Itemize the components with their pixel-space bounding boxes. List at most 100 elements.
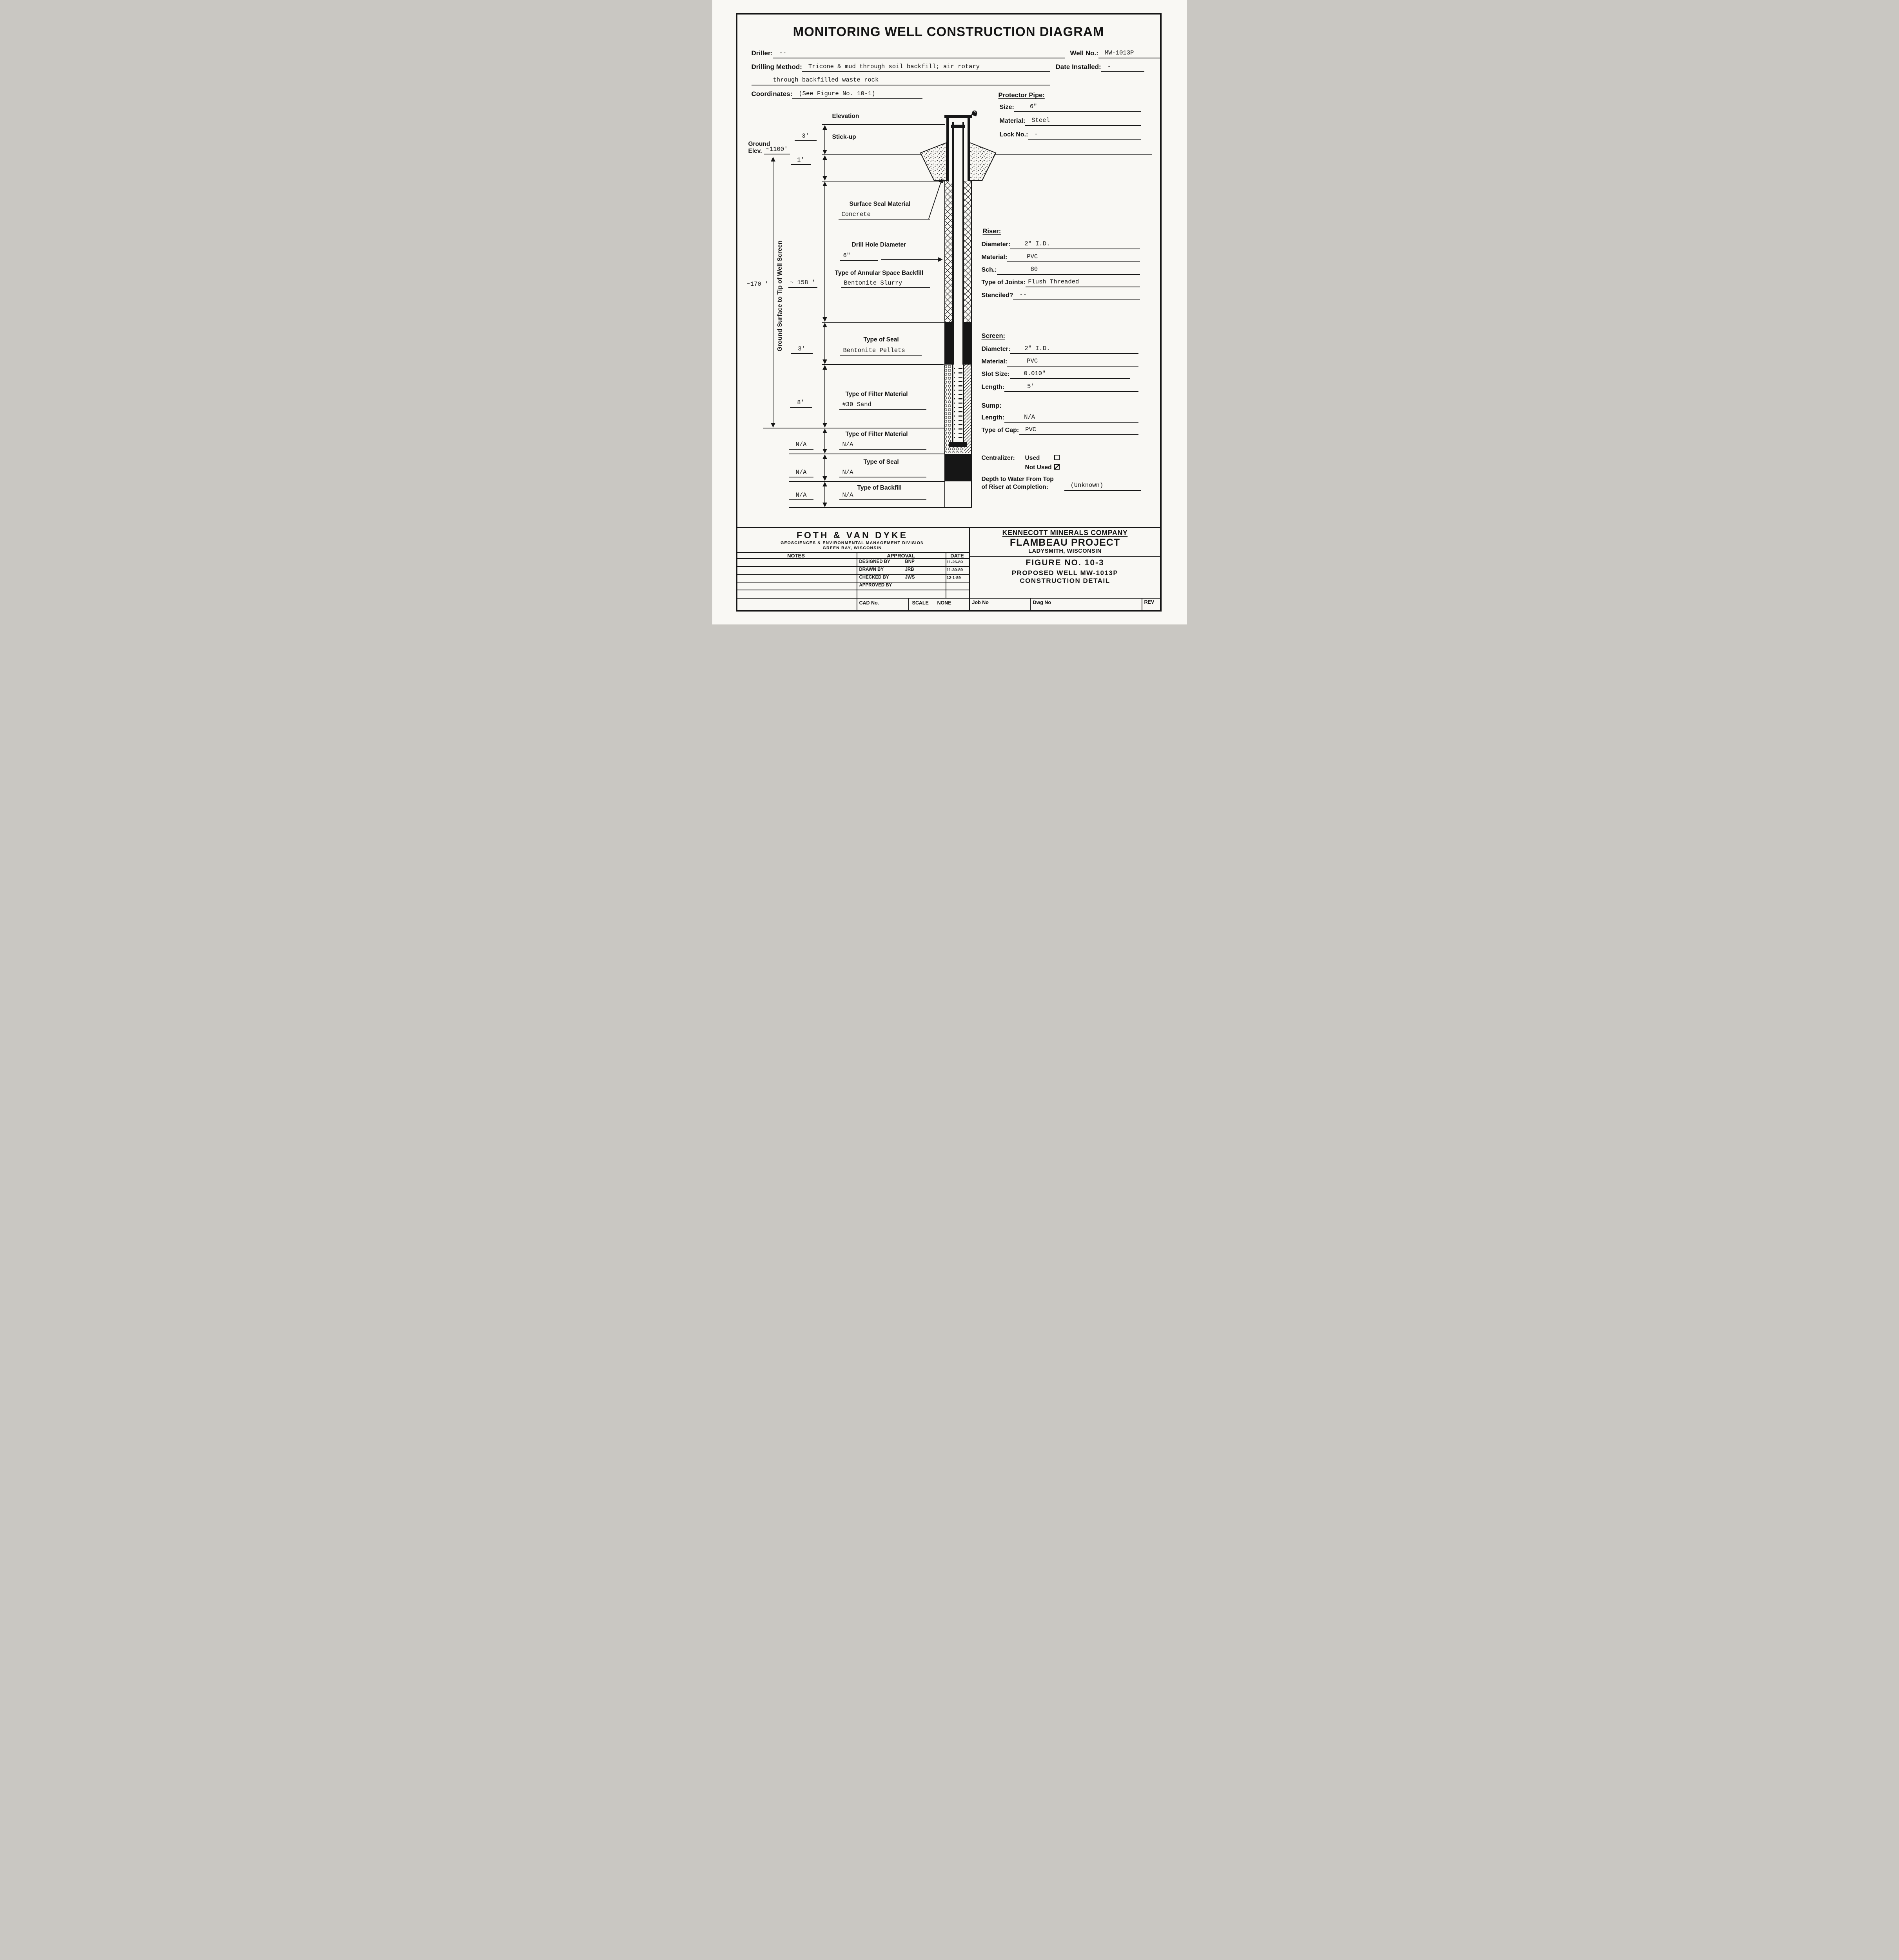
riser-diameter-value: 2" I.D. — [1010, 240, 1140, 249]
driller-label: Driller: — [751, 49, 773, 57]
screen-length-value: 5' — [1004, 383, 1138, 392]
grid-line — [1029, 598, 1031, 611]
riser-pipe-graphic — [951, 122, 965, 365]
drawing-sheet: MONITORING WELL CONSTRUCTION DIAGRAM Dri… — [712, 0, 1187, 624]
driller-field: Driller: -- — [752, 49, 1065, 58]
depth-to-water-label-1: Depth to Water From Top — [981, 476, 1054, 483]
riser-diameter-field: Diameter: 2" I.D. — [981, 240, 1140, 249]
job-no-label: Job No — [972, 600, 989, 605]
depth-to-water-label-2: of Riser at Completion: — [981, 484, 1049, 490]
riser-stenciled-label: Stenciled? — [981, 292, 1013, 299]
centralizer-used-label: Used — [1025, 455, 1040, 461]
approval-role: DESIGNED BY — [859, 559, 890, 564]
centralizer-label: Centralizer: — [981, 455, 1015, 461]
drill-hole-label: Drill Hole Diameter — [851, 241, 906, 248]
ground-elev-value: ~1100' — [764, 146, 790, 154]
cap-value: PVC — [1019, 426, 1138, 435]
title-block-center-divider — [969, 527, 970, 611]
screen-length-label: Length: — [981, 383, 1005, 390]
screen-material-field: Material: PVC — [982, 358, 1138, 367]
grid-line — [735, 558, 969, 559]
riser-sch-label: Sch.: — [981, 266, 997, 273]
seal2-dim: N/A — [789, 469, 813, 477]
seal2-label: Type of Seal — [863, 459, 899, 465]
sheet-border — [735, 13, 1162, 612]
dimension-arrows — [770, 125, 827, 507]
screen-slot-field: Slot Size: 0.010" — [982, 370, 1130, 379]
approval-role: DRAWN BY — [859, 567, 884, 572]
cap-label: Type of Cap: — [981, 426, 1019, 434]
protector-size-field: Size: 6" — [1000, 103, 1141, 112]
filter-value: #30 Sand — [839, 401, 926, 410]
drilling-method-value2: through backfilled waste rock — [751, 76, 1050, 85]
stickup-label: Stick-up — [832, 134, 856, 140]
approval-role: CHECKED BY — [859, 575, 889, 580]
grid-line — [735, 598, 1162, 599]
figure-title-line1: PROPOSED WELL MW-1013P — [1011, 569, 1118, 577]
sump-length-label: Length: — [981, 414, 1005, 421]
riser-stenciled-field: Stenciled? -- — [981, 291, 1140, 300]
firm-name: FOTH & VAN DYKE — [796, 530, 908, 540]
protector-material-label: Material: — [999, 117, 1026, 124]
drilling-method-value: Tricone & mud through soil backfill; air… — [802, 63, 1050, 72]
seal-dim: 3' — [790, 345, 813, 354]
date-header: DATE — [950, 553, 964, 559]
seal-value: Bentonite Pellets — [840, 347, 922, 356]
bottom-cap-graphic — [949, 442, 967, 453]
divider — [735, 552, 969, 553]
screen-slot-label: Slot Size: — [981, 370, 1010, 377]
lower-seal-fill — [944, 454, 971, 481]
annular-label: Type of Annular Space Backfill — [835, 270, 924, 276]
ground-label-2: Elev. — [748, 148, 762, 154]
approval-initials: JRB — [905, 567, 914, 572]
drill-hole-value: 6" — [840, 252, 878, 261]
well-no-label: Well No.: — [1070, 49, 1098, 57]
filter-pack — [944, 365, 971, 453]
annular-backfill-hatch — [944, 181, 971, 322]
drilling-method-label: Drilling Method: — [751, 63, 802, 71]
reference-lines — [763, 124, 1152, 508]
protector-size-label: Size: — [999, 103, 1014, 111]
coordinates-label: Coordinates: — [751, 90, 793, 98]
filter2-label: Type of Filter Material — [845, 431, 908, 437]
approval-date: 11-26-89 — [946, 560, 963, 564]
depth-to-water-value: (Unknown) — [1064, 482, 1141, 491]
filter-dim: 8' — [790, 399, 812, 408]
notes-header: NOTES — [787, 553, 805, 559]
depth-to-seal: ~ 158 ' — [788, 279, 817, 288]
dwg-no-label: Dwg No — [1033, 600, 1051, 605]
surface-seal-label: Surface Seal Material — [849, 201, 911, 207]
grid-line — [735, 574, 969, 575]
depth-to-water-field: (Unknown) — [1064, 482, 1141, 491]
protector-pipe-heading: Protector Pipe: — [998, 92, 1045, 99]
elevation-label: Elevation — [832, 113, 859, 120]
stickup-dim: 3' — [794, 132, 817, 141]
project-location: LADYSMITH, WISCONSIN — [1028, 548, 1102, 554]
approval-initials: BNP — [905, 559, 915, 564]
firm-city: GREEN BAY, WISCONSIN — [822, 546, 882, 550]
screen-diameter-field: Diameter: 2" I.D. — [982, 345, 1138, 354]
approval-initials: JWS — [905, 575, 915, 580]
protector-material-value: Steel — [1025, 117, 1141, 126]
riser-stenciled-value: -- — [1013, 291, 1140, 300]
filter2-value: N/A — [839, 441, 926, 450]
approval-date: 11-30-89 — [946, 568, 963, 572]
backfill-value: N/A — [839, 492, 926, 500]
protector-size-value: 6" — [1014, 103, 1141, 112]
screen-diameter-label: Diameter: — [981, 345, 1011, 352]
bentonite-seal-fill — [944, 322, 971, 365]
protector-material-field: Material: Steel — [1000, 117, 1141, 126]
approval-date: 12-1-89 — [946, 575, 961, 580]
project-name: FLAMBEAU PROJECT — [1009, 537, 1120, 548]
figure-title-line2: CONSTRUCTION DETAIL — [1020, 577, 1110, 584]
riser-joints-value: Flush Threaded — [1026, 278, 1140, 287]
riser-diameter-label: Diameter: — [981, 241, 1011, 248]
scale-value: NONE — [937, 600, 951, 606]
page-title: MONITORING WELL CONSTRUCTION DIAGRAM — [793, 24, 1104, 39]
grid-line — [908, 598, 909, 611]
sump-length-value: N/A — [1004, 414, 1138, 423]
rev-label: REV — [1144, 599, 1155, 605]
protector-lock-value: - — [1028, 131, 1141, 140]
approval-role: APPROVED BY — [859, 583, 892, 588]
coordinates-field: Coordinates: (See Figure No. 10-1) — [752, 90, 922, 99]
